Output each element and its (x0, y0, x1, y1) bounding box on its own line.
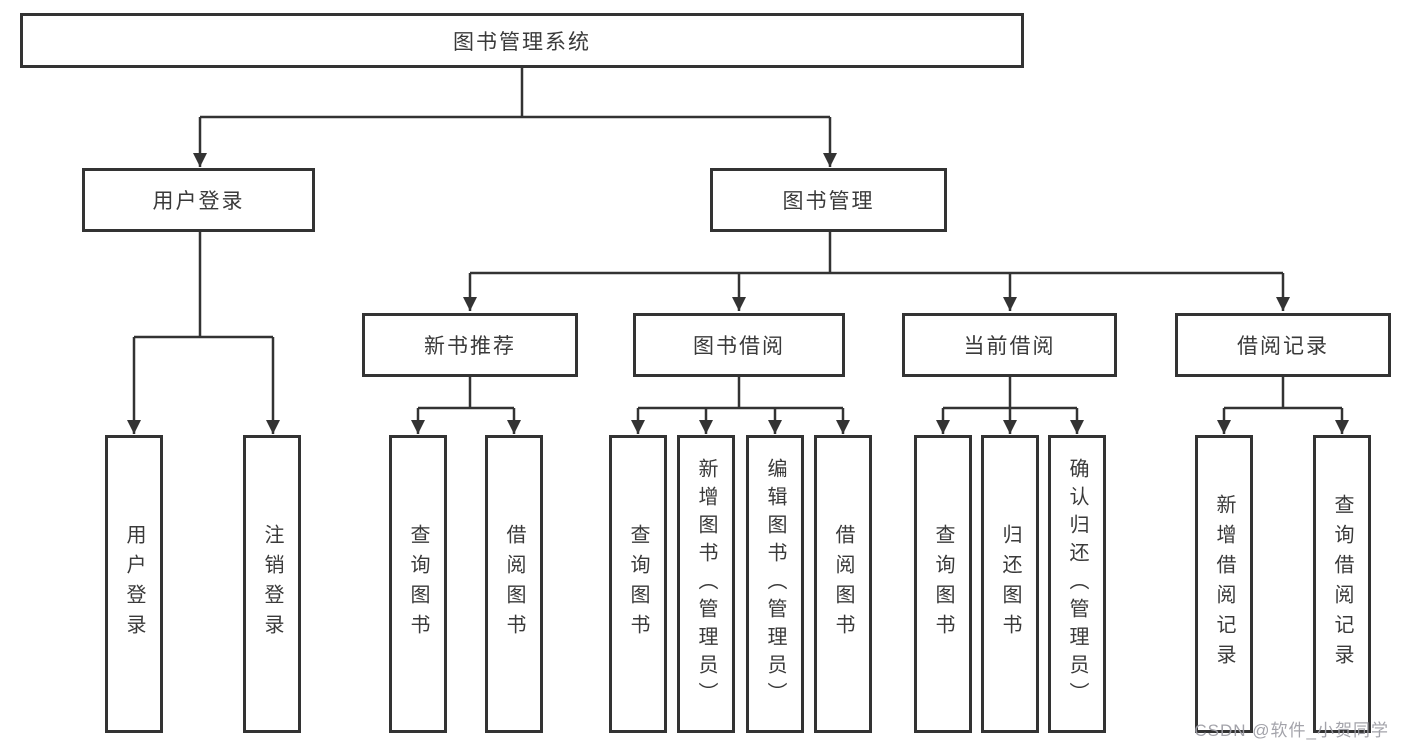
node-label: 查询借阅记录 (1331, 494, 1353, 674)
node-label: 图书借阅 (693, 335, 785, 358)
node-label: 新增图书（管理员） (695, 458, 717, 710)
node-label: 新增借阅记录 (1213, 494, 1235, 674)
node-label: 新书推荐 (424, 335, 516, 358)
leaf-query-books-recommend: 查询图书 (389, 435, 447, 733)
node-label: 注销登录 (261, 524, 283, 644)
leaf-query-borrow-record: 查询借阅记录 (1313, 435, 1371, 733)
node-label: 借阅记录 (1237, 335, 1329, 358)
node-label: 借阅图书 (503, 524, 525, 644)
node-label: 查询图书 (627, 524, 649, 644)
node-new-book-recommend: 新书推荐 (362, 313, 578, 377)
node-label: 当前借阅 (963, 335, 1056, 358)
node-label: 用户登录 (123, 524, 145, 644)
csdn-watermark: CSDN @软件_小贺同学 (1194, 721, 1389, 740)
leaf-query-books-current: 查询图书 (914, 435, 972, 733)
leaf-confirm-return-admin: 确认归还（管理员） (1048, 435, 1106, 733)
node-label: 归还图书 (999, 524, 1021, 644)
leaf-borrow-books-recommend: 借阅图书 (485, 435, 543, 733)
node-book-management: 图书管理 (710, 168, 947, 232)
leaf-return-books: 归还图书 (981, 435, 1039, 733)
leaf-user-login: 用户登录 (105, 435, 163, 733)
leaf-add-borrow-record: 新增借阅记录 (1195, 435, 1253, 733)
node-label: 编辑图书（管理员） (764, 458, 786, 710)
node-label: 图书管理系统 (453, 30, 591, 54)
node-current-borrowing: 当前借阅 (902, 313, 1117, 377)
node-label: 图书管理 (782, 190, 875, 213)
leaf-query-books-borrowing: 查询图书 (609, 435, 667, 733)
node-borrow-records: 借阅记录 (1175, 313, 1391, 377)
node-label: 确认归还（管理员） (1066, 458, 1088, 710)
leaf-logout: 注销登录 (243, 435, 301, 733)
node-label: 借阅图书 (832, 524, 854, 644)
node-user-login: 用户登录 (82, 168, 315, 232)
node-book-borrowing: 图书借阅 (633, 313, 845, 377)
leaf-borrow-books-borrowing: 借阅图书 (814, 435, 872, 733)
node-root: 图书管理系统 (20, 13, 1024, 68)
leaf-add-book-admin: 新增图书（管理员） (677, 435, 735, 733)
node-label: 用户登录 (152, 190, 245, 213)
node-label: 查询图书 (932, 524, 954, 644)
leaf-edit-book-admin: 编辑图书（管理员） (746, 435, 804, 733)
node-label: 查询图书 (407, 524, 429, 644)
